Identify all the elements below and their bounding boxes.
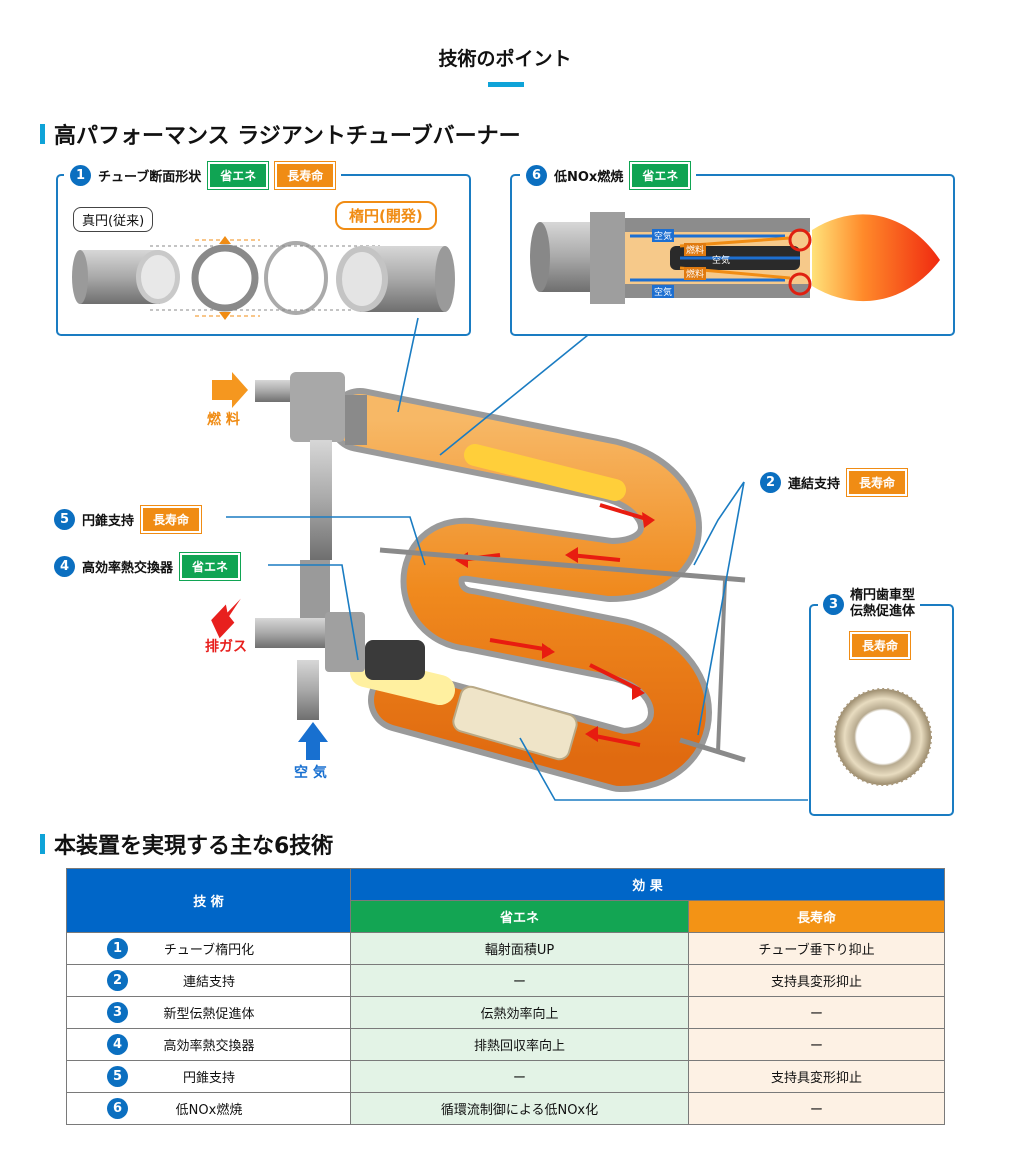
burner-illustration [56, 174, 955, 816]
fuel-label-bottom: 燃料 [684, 267, 707, 280]
support-rod-upper [379, 547, 746, 583]
number-badge: 4 [54, 556, 75, 577]
number-badge: 3 [823, 593, 844, 615]
page-title: 技術のポイント [438, 48, 572, 70]
energy-saving-tag: 省エネ [179, 552, 242, 581]
fuel-arrow [212, 372, 248, 408]
energy-saving-tag: 省エネ [629, 161, 692, 190]
table-row: 3 新型伝熱促進体 伝熱効率向上 ー [66, 996, 945, 1029]
callout-heat-exchanger: 4 高効率熱交換器 省エネ [48, 552, 247, 581]
developed-label: 楕円(開発) [335, 201, 437, 230]
section-heading-burner: 高パフォーマンス ラジアントチューブバーナー [40, 118, 521, 150]
number-badge: 4 [107, 1034, 128, 1055]
air-label-center: 空気 [712, 256, 731, 266]
table-row: 1 チューブ楕円化 輻射面積UP チューブ垂下り抑止 [66, 932, 945, 965]
technologies-table: 技 術 効 果 省エネ 長寿命 1 チューブ楕円化 輻射面積UP チューブ垂下り抑… [66, 868, 945, 1125]
tech-name: 円錐支持 [182, 1071, 235, 1086]
fuel-label-top: 燃料 [684, 243, 707, 256]
number-badge: 2 [760, 472, 781, 493]
flame-core [464, 444, 626, 501]
life-effect: ー [688, 1028, 945, 1061]
panel3-tag-wrap: 長寿命 [848, 631, 912, 660]
number-badge: 2 [107, 970, 128, 991]
number-badge: 5 [54, 509, 75, 530]
elliptical-tube-image [336, 246, 455, 312]
elliptical-ring [264, 241, 328, 315]
callout-cone-support: 5 円錐支持 長寿命 [48, 505, 208, 534]
header-technology: 技 術 [66, 868, 351, 933]
life-effect: 支持具変形抑止 [688, 964, 945, 997]
number-badge: 1 [70, 165, 91, 186]
number-badge: 1 [107, 938, 128, 959]
fuel-label: 燃 料 [207, 412, 240, 428]
tech-name: チューブ楕円化 [163, 943, 255, 958]
energy-effect: ー [350, 1060, 689, 1093]
panel6-title: 低NOx燃焼 [554, 170, 624, 185]
table-row: 4 高効率熱交換器 排熱回収率向上 ー [66, 1028, 945, 1061]
callout-label: 連結支持 [788, 477, 841, 492]
title-underline [488, 82, 524, 87]
callout-label: 円錐支持 [82, 514, 135, 529]
section-heading-text: 高パフォーマンス ラジアントチューブバーナー [54, 124, 521, 149]
number-badge: 3 [107, 1002, 128, 1023]
header-effect: 効 果 [350, 868, 945, 901]
exhaust-label: 排ガス [205, 639, 247, 655]
header-long-life: 長寿命 [688, 900, 945, 933]
heading-bar [40, 124, 45, 144]
long-life-tag: 長寿命 [274, 161, 337, 190]
heading-bar [40, 834, 45, 854]
long-life-tag: 長寿命 [140, 505, 203, 534]
panel3-header: 3 楕円歯車型 伝熱促進体 [818, 588, 921, 620]
heat-promoter [452, 685, 578, 761]
life-effect: ー [688, 1092, 945, 1125]
panel3-title-line2: 伝熱促進体 [850, 604, 916, 619]
panel3-title-line1: 楕円歯車型 [850, 588, 916, 603]
exhaust-arrow [211, 598, 241, 639]
air-label: 空 気 [294, 765, 327, 781]
long-life-tag: 長寿命 [848, 631, 912, 660]
tech-name: 低NOx燃焼 [175, 1103, 243, 1118]
number-badge: 6 [526, 165, 547, 186]
callout-connection-support: 2 連結支持 長寿命 [754, 468, 914, 497]
panel6-header: 6 低NOx燃焼 省エネ [520, 161, 697, 190]
section-heading-technologies: 本装置を実現する主な6技術 [40, 828, 333, 860]
panel1-title: チューブ断面形状 [98, 170, 202, 185]
energy-saving-tag: 省エネ [207, 161, 270, 190]
energy-effect: 輻射面積UP [350, 932, 689, 965]
life-effect: ー [688, 996, 945, 1029]
energy-effect: 循環流制御による低NOx化 [350, 1092, 689, 1125]
callout-label: 高効率熱交換器 [82, 561, 174, 576]
table-row: 6 低NOx燃焼 循環流制御による低NOx化 ー [66, 1092, 945, 1125]
air-label-bottom: 空気 [652, 285, 675, 298]
air-label-top: 空気 [652, 229, 675, 242]
header-energy-saving: 省エネ [350, 900, 689, 933]
energy-effect: ー [350, 964, 689, 997]
round-tube-image [72, 250, 180, 304]
burner-head [255, 372, 425, 720]
gear-ring-image [835, 689, 931, 785]
energy-effect: 排熱回収率向上 [350, 1028, 689, 1061]
conventional-label: 真円(従来) [73, 207, 154, 232]
tech-name: 連結支持 [182, 975, 235, 990]
leader-lines [226, 317, 808, 801]
tech-name: 新型伝熱促進体 [163, 1007, 255, 1022]
number-badge: 6 [107, 1098, 128, 1119]
round-ring [191, 244, 259, 312]
panel1-header: 1 チューブ断面形状 省エネ 長寿命 [64, 161, 342, 190]
table-row: 2 連結支持 ー 支持具変形抑止 [66, 964, 945, 997]
table-row: 5 円錐支持 ー 支持具変形抑止 [66, 1060, 945, 1093]
radiant-tube [328, 388, 712, 792]
life-effect: 支持具変形抑止 [688, 1060, 945, 1093]
energy-effect: 伝熱効率向上 [350, 996, 689, 1029]
burner-cross-section [530, 212, 940, 304]
number-badge: 5 [107, 1066, 128, 1087]
long-life-tag: 長寿命 [846, 468, 909, 497]
tech-name: 高効率熱交換器 [163, 1039, 255, 1054]
life-effect: チューブ垂下り抑止 [688, 932, 945, 965]
air-arrow [298, 722, 328, 760]
section-heading-text: 本装置を実現する主な6技術 [54, 834, 334, 859]
